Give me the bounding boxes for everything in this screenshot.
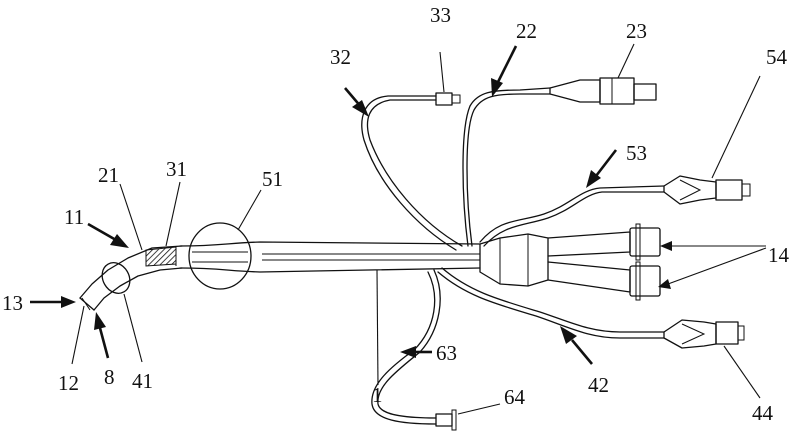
tip-cuff: [101, 262, 131, 294]
connector-44-body: [663, 319, 717, 349]
tube-42: [437, 267, 745, 349]
arrows: [30, 45, 767, 365]
label-63: 63: [436, 341, 457, 365]
label-64: 64: [504, 385, 526, 409]
tube-32: [361, 92, 463, 251]
label-32: 32: [330, 45, 351, 69]
connector-23-body: [549, 79, 601, 103]
label-44: 44: [752, 401, 774, 425]
label-51: 51: [262, 167, 283, 191]
upper-connector: [629, 227, 661, 257]
label-33: 33: [430, 3, 451, 27]
distal-tip: [79, 245, 183, 311]
hatched-band: [145, 246, 177, 267]
label-14: 14: [768, 243, 790, 267]
label-12: 12: [58, 371, 79, 395]
connector-33: [435, 92, 453, 106]
label-31: 31: [166, 157, 187, 181]
tube-22: [462, 77, 657, 247]
main-shaft: [179, 241, 481, 273]
label-11: 11: [64, 205, 84, 229]
label-54: 54: [766, 45, 788, 69]
balloon: [188, 222, 252, 290]
tube-53: [479, 175, 751, 247]
leader-lines: [71, 43, 761, 415]
proximal-hub: [479, 223, 661, 301]
label-22: 22: [516, 19, 537, 43]
label-21: 21: [98, 163, 119, 187]
reference-labels: 1 8 11 12 13 14 21 22 23 31 32 33 41 42 …: [2, 3, 790, 425]
tube-63: [371, 269, 457, 431]
label-41: 41: [132, 369, 153, 393]
label-23: 23: [626, 19, 647, 43]
label-53: 53: [626, 141, 647, 165]
label-42: 42: [588, 373, 609, 397]
label-13: 13: [2, 291, 23, 315]
label-8: 8: [104, 365, 115, 389]
lower-connector: [629, 265, 661, 297]
connector-54-body: [663, 175, 717, 205]
label-1: 1: [372, 383, 383, 407]
connector-64: [435, 413, 453, 427]
